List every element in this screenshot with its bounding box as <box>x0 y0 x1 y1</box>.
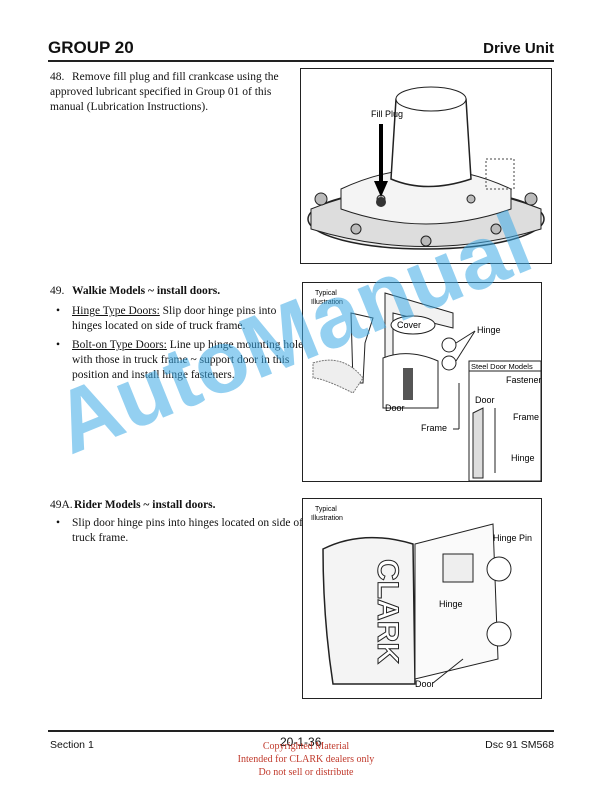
bullet-text: Slip door hinge pins into hinges located… <box>72 517 303 544</box>
bullet-hinge-doors: Hinge Type Doors: Slip door hinge pins i… <box>56 304 308 334</box>
footer-section: Section 1 <box>50 739 94 751</box>
frame-label: Frame <box>421 423 447 433</box>
illustration-label: Illustration <box>311 299 343 306</box>
figure-walkie-doors: Typical Illustration Cover Hinge Door Fr… <box>302 282 542 482</box>
hinge-label: Hinge <box>477 325 501 335</box>
figure-fill-plug: Fill Plug <box>300 68 552 264</box>
typical-label: Typical <box>315 506 337 513</box>
fastener-label: Fastener <box>506 375 541 385</box>
step-48: 48.Remove fill plug and fill crankcase u… <box>50 70 290 115</box>
inset-door-label: Door <box>475 395 495 405</box>
figure-rider-doors: Typical Illustration CLARK Hinge Pin Hin… <box>302 498 542 699</box>
illustration-label: Illustration <box>311 515 343 522</box>
bullet-rider-doors: Slip door hinge pins into hinges located… <box>56 516 308 546</box>
bullet-text: Line up hinge mounting holes with those … <box>72 339 308 381</box>
step-number: 49A. <box>50 499 73 511</box>
inset-title: Steel Door Models <box>471 362 533 371</box>
bullet-lead: Bolt-on Type Doors: <box>72 339 167 351</box>
copyright-notice: Copyrighted Material Intended for CLARK … <box>0 740 612 779</box>
fill-plug-label: Fill Plug <box>371 109 403 119</box>
footer-rule <box>48 730 554 732</box>
header-rule <box>48 60 554 62</box>
step-49a: 49A.Rider Models ~ install doors. <box>50 498 290 513</box>
step-text: Remove fill plug and fill crankcase usin… <box>50 71 279 113</box>
step-49: 49. Walkie Models ~ install doors. <box>50 284 290 299</box>
bullet-lead: Hinge Type Doors: <box>72 305 160 317</box>
hinge-pin-label: Hinge Pin <box>493 533 532 543</box>
group-title: GROUP 20 <box>48 38 134 57</box>
step-number: 48. <box>50 71 65 83</box>
door-label: Door <box>385 403 405 413</box>
inset-frame-label: Frame <box>513 412 539 422</box>
hinge-label: Hinge <box>439 599 463 609</box>
footer-page-number: 20-1-36 <box>280 735 322 749</box>
cover-label: Cover <box>397 320 421 330</box>
bullet-bolton-doors: Bolt-on Type Doors: Line up hinge mounti… <box>56 338 308 383</box>
step-number: 49. <box>50 285 65 297</box>
step-title: Walkie Models ~ install doors. <box>72 285 221 297</box>
copyright-line: Copyrighted Material <box>262 741 350 752</box>
inset-hinge-label: Hinge <box>511 453 535 463</box>
copyright-line: Intended for CLARK dealers only <box>237 754 375 765</box>
bullet-text: Slip door hinge pins into hinges located… <box>72 305 277 332</box>
door-label: Door <box>415 679 435 689</box>
copyright-line: Do not sell or distribute <box>258 767 354 778</box>
typical-label: Typical <box>315 290 337 297</box>
section-title: Drive Unit <box>483 40 554 57</box>
step-title: Rider Models ~ install doors. <box>74 499 216 511</box>
footer-doc-id: Dsc 91 SM568 <box>485 739 554 751</box>
clark-logo: CLARK <box>371 559 404 664</box>
